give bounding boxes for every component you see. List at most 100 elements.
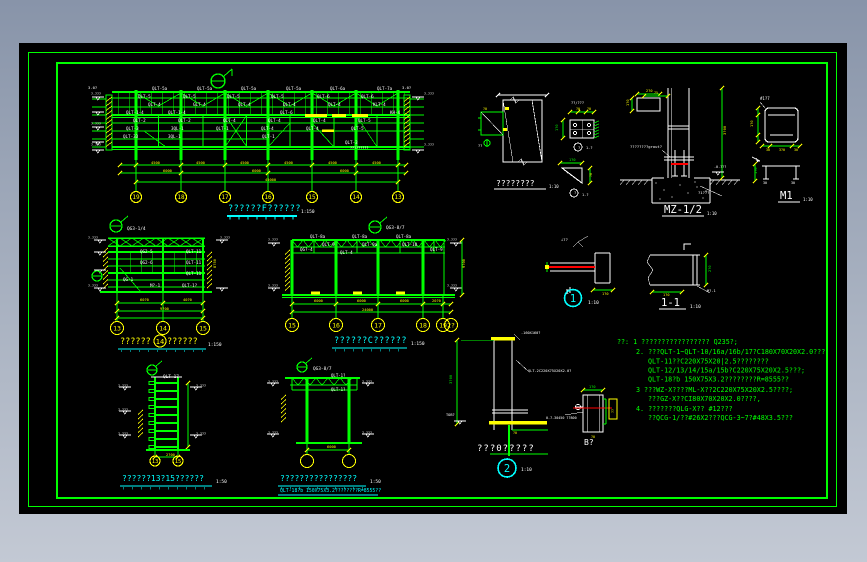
svg-text:19: 19 bbox=[439, 321, 447, 329]
annotation-text: QG?-4 bbox=[300, 247, 313, 252]
svg-text:18: 18 bbox=[419, 321, 427, 329]
annotation-text: 2?0 bbox=[708, 266, 712, 273]
annotation-text: -0.??? bbox=[714, 165, 726, 169]
title-elev-c: ??????C?????? bbox=[334, 336, 407, 346]
title-elev-f: ??????F?????? bbox=[228, 204, 301, 214]
annotation-text: 4500 bbox=[196, 161, 205, 165]
annotation-text: 40?0 bbox=[183, 298, 192, 302]
annotation-text: 6000 bbox=[340, 169, 349, 173]
title-sec11: 1-1 bbox=[661, 297, 680, 309]
annotation-text: 1?0 bbox=[589, 385, 596, 389]
detail1-number: 1 bbox=[570, 293, 576, 305]
annotation-text: ?.??? bbox=[268, 431, 278, 435]
annotation-text: ?.??? bbox=[424, 143, 434, 147]
annotation-text: 4500 bbox=[284, 161, 293, 165]
annotation-text: ?0 bbox=[589, 173, 593, 177]
annotation-text: QG2-6 bbox=[140, 260, 153, 265]
annotation-text: 2?0 bbox=[646, 89, 653, 93]
annotation-text: 3.0? bbox=[402, 85, 411, 90]
annotation-text: KH-4 bbox=[390, 110, 401, 115]
annotation-text: ?.??? bbox=[196, 384, 206, 388]
grid-bubble: 19 bbox=[129, 190, 143, 204]
annotation-text: GLT-4 bbox=[193, 102, 206, 107]
scale-det1: 1:10 bbox=[588, 300, 599, 306]
annotation-text: 4500 bbox=[328, 161, 337, 165]
annotation-text: ?.??? bbox=[447, 284, 457, 288]
annotation-text: 3?00 bbox=[448, 374, 453, 384]
annotation-text: QLT-11 bbox=[186, 260, 202, 265]
drawing-sheet-background bbox=[19, 43, 847, 514]
annotation-text: 30 bbox=[794, 148, 798, 152]
title-detB: B? bbox=[584, 438, 594, 447]
annotation-text: QG3-1/4 bbox=[127, 226, 146, 232]
title-portal: ???????????????? bbox=[280, 474, 357, 483]
annotation-text: QLT-4 bbox=[313, 118, 326, 123]
annotation-text: QLT-3 bbox=[126, 126, 139, 131]
annotation-text: QLT-4 bbox=[328, 102, 341, 107]
annotation-text: ?.??? bbox=[91, 143, 101, 147]
annotation-text: 9?00 bbox=[462, 259, 466, 268]
grid-bubble: 14 bbox=[155, 320, 171, 336]
svg-text:16: 16 bbox=[264, 194, 272, 201]
annotation-text: QLT-8a bbox=[396, 234, 412, 239]
svg-text:15: 15 bbox=[175, 459, 182, 465]
svg-text:2?: 2? bbox=[447, 321, 455, 329]
svg-text:17: 17 bbox=[221, 194, 229, 201]
svg-text:15: 15 bbox=[288, 321, 296, 329]
annotation-text: QLT-4 bbox=[283, 102, 296, 107]
annotation-text: QLT-4 bbox=[268, 118, 281, 123]
annotation-text: QLT-4 bbox=[223, 118, 236, 123]
annotation-text: QLT-17 bbox=[163, 374, 179, 380]
grid-bubble: 18 bbox=[174, 190, 188, 204]
annotation-text: ?? bbox=[611, 409, 615, 413]
grid-bubble: 16 bbox=[261, 190, 275, 204]
grid-bubble: 17 bbox=[218, 190, 232, 204]
annotation-text: QLT-4 bbox=[306, 126, 319, 131]
annotation-text: 1?0 bbox=[602, 292, 609, 296]
annotation-text: QLT-9a bbox=[362, 242, 378, 247]
note-line: ??: 1 ????????????????? Q235?; bbox=[617, 338, 738, 346]
annotation-text: ?.??? bbox=[362, 431, 372, 435]
annotation-text: ?.??? bbox=[268, 380, 278, 384]
annotation-text: QLT-5 bbox=[351, 126, 364, 131]
annotation-text: QLT-4 bbox=[238, 102, 251, 107]
annotation-text: QLT-1? bbox=[331, 373, 346, 378]
annotation-text: QLT-4 bbox=[148, 102, 161, 107]
annotation-text: M?-1 bbox=[150, 283, 161, 288]
svg-text:16: 16 bbox=[332, 321, 340, 329]
subtitle-portal: QLT-18?b 150X75X3.2????????R=8555?? bbox=[280, 488, 381, 494]
annotation-text: QLT-1-4 bbox=[126, 110, 144, 115]
annotation-text: 75 bbox=[654, 91, 658, 95]
svg-text:15: 15 bbox=[199, 324, 207, 332]
title-m1: M1 bbox=[780, 190, 793, 202]
title-sec-bubble-num: 14 bbox=[156, 338, 164, 346]
annotation-text: QLT-6 bbox=[280, 110, 293, 115]
annotation-text: 6000 bbox=[357, 299, 366, 303]
grid-bubble: 13 bbox=[149, 455, 161, 467]
grid-bubble: 15 bbox=[305, 190, 319, 204]
drawing-titles: ??????F?????? 1:150 ?????? 14 ?????? 1:1… bbox=[120, 179, 813, 494]
note-line: QLT-18?b 150X75X3.2????????R=8555?? bbox=[648, 376, 789, 384]
grid-bubble: 2? bbox=[443, 317, 459, 333]
annotation-text: ? bbox=[578, 145, 580, 150]
annotation-text: 6000 bbox=[163, 169, 172, 173]
annotation-text: QLT-33 bbox=[123, 134, 139, 139]
note-line: 2. ???QLT-1~QLT-10/16a/16b/17?C180X70X20… bbox=[636, 348, 829, 356]
annotation-text: 1?0 bbox=[754, 168, 758, 175]
annotation-text: QLT-5 bbox=[138, 94, 151, 99]
annotation-text: ?.??? bbox=[268, 238, 278, 242]
grid-bubble: 16 bbox=[328, 317, 344, 333]
svg-text:14: 14 bbox=[159, 324, 167, 332]
annotation-text: ?0 bbox=[513, 431, 517, 435]
note-line: 4. ???????QLG-X?? #12??? bbox=[636, 405, 733, 413]
title-sec-right: ?????? bbox=[167, 337, 198, 347]
scale-portal: 1:50 bbox=[370, 479, 381, 485]
grid-bubble: 18 bbox=[415, 317, 431, 333]
title-sec-left: ?????? bbox=[120, 337, 151, 347]
svg-text:13: 13 bbox=[152, 459, 159, 465]
scale-det2: 1:10 bbox=[521, 467, 532, 473]
annotation-text: 8?50 bbox=[213, 259, 217, 268]
annotation-text: 1-? bbox=[582, 193, 589, 197]
annotation-text: 3.0? bbox=[88, 85, 97, 90]
